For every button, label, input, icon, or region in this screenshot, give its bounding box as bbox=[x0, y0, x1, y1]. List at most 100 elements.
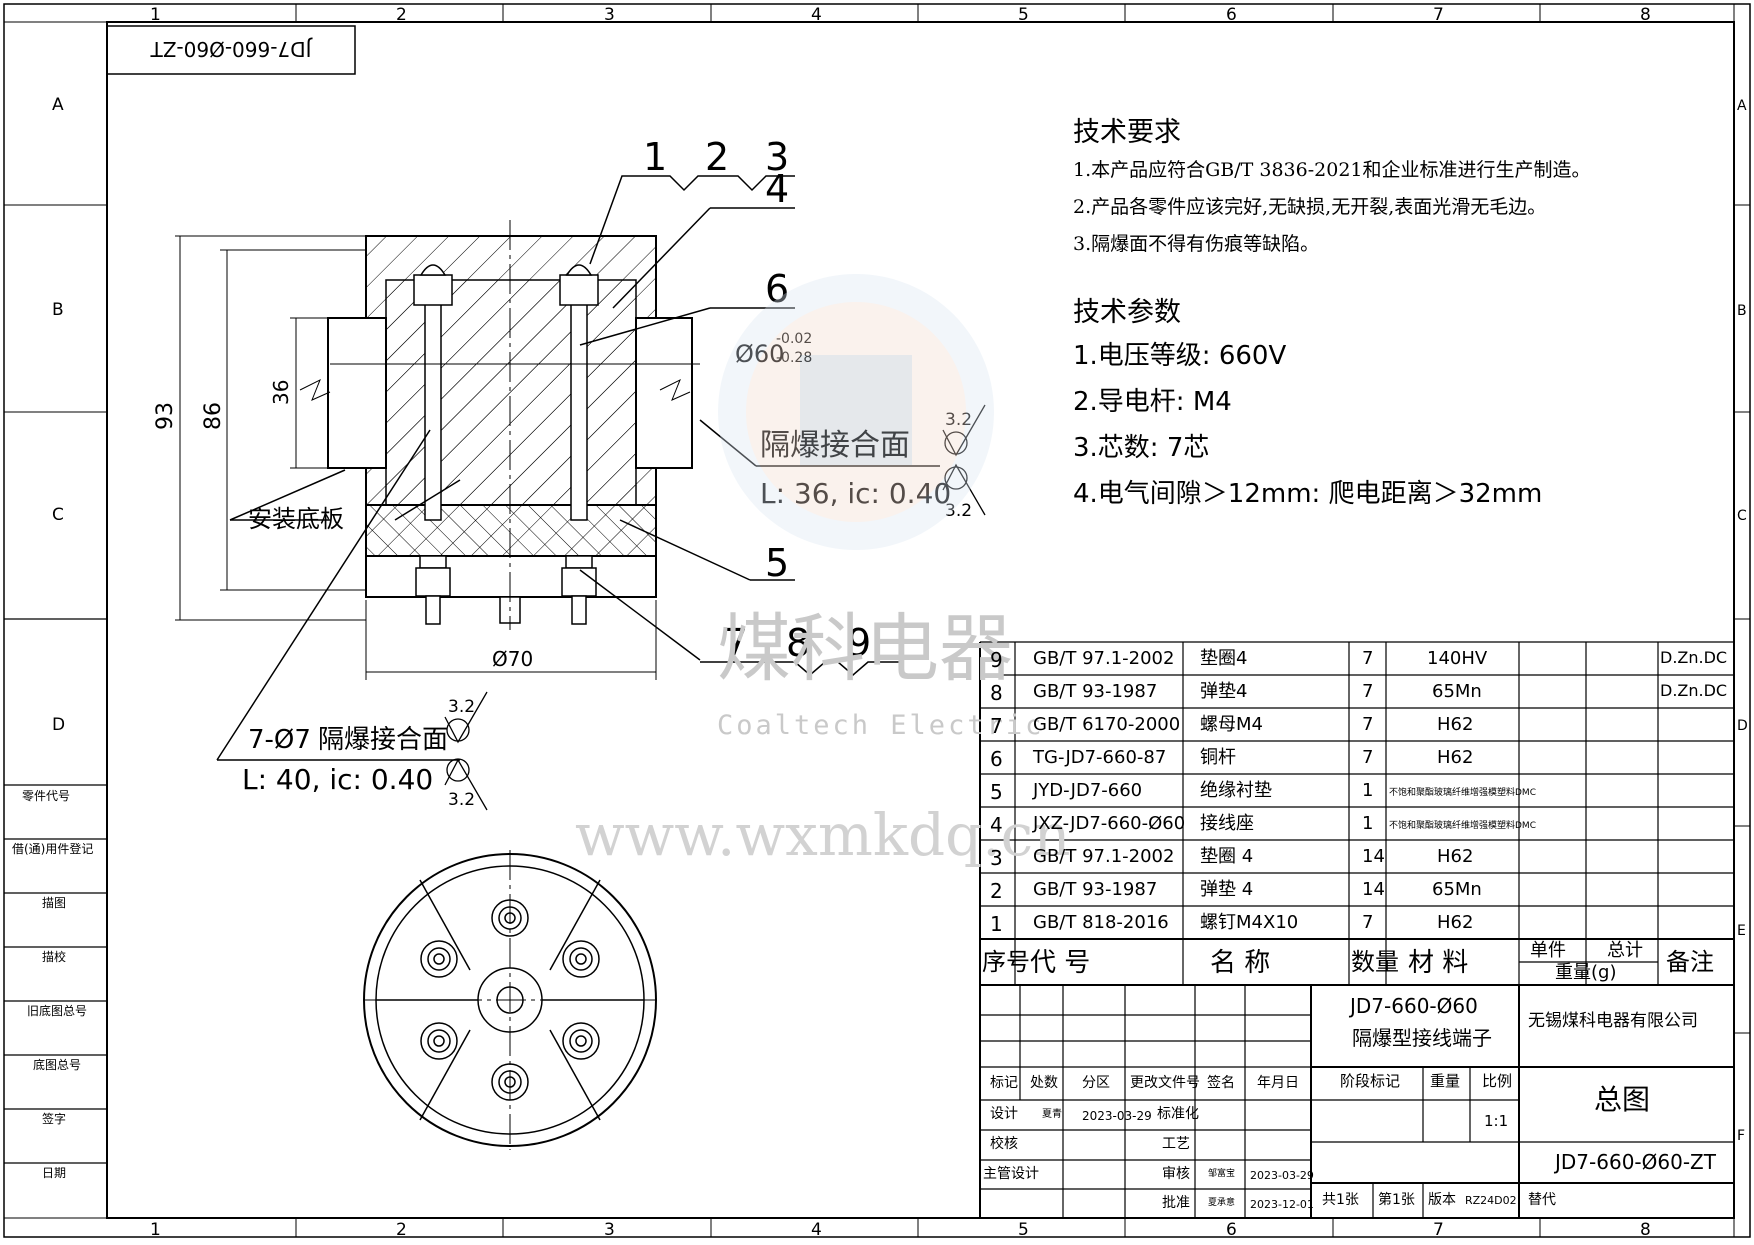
bom-cell-material: 不饱和聚酯玻璃纤维增强模塑料DMC bbox=[1389, 821, 1536, 831]
tb-replace: 替代 bbox=[1528, 1192, 1556, 1208]
col-label: 8 bbox=[1640, 1220, 1651, 1240]
watermark-url: www.wxmkdq.cn bbox=[575, 801, 1071, 869]
bom-header-unit: 单件 bbox=[1530, 940, 1566, 961]
bom-cell-no: 6 bbox=[990, 747, 1003, 771]
bom-cell-qty: 1 bbox=[1362, 813, 1374, 834]
left-strip-label: 描图 bbox=[42, 896, 66, 910]
balloon-labels: 1 2 3 4 6 5 7 8 9 bbox=[643, 135, 871, 665]
mirrored-drawing-code: JD7-660-Ø60-ZT bbox=[150, 37, 314, 61]
tb-drawing-name: 总图 bbox=[1594, 1083, 1651, 1116]
bom-header-material: 材 料 bbox=[1408, 948, 1469, 978]
col-label: 4 bbox=[811, 5, 822, 25]
tb-label-approve: 批准 bbox=[1162, 1195, 1190, 1211]
roughness-value: 3.2 bbox=[448, 790, 475, 810]
flame-joint-annotations: 隔爆接合面 L: 36, ic: 0.40 安装底板 7-Ø7 隔爆接合面 L:… bbox=[242, 428, 951, 796]
col-label: 2 bbox=[396, 5, 407, 25]
tb-version: RZ24D02 bbox=[1465, 1194, 1517, 1207]
roughness-symbols bbox=[444, 404, 986, 811]
tech-param-item: 2.导电杆: M4 bbox=[1073, 387, 1232, 417]
tech-req-title: 技术要求 bbox=[1073, 117, 1181, 148]
roughness-values: 3.2 3.2 3.2 3.2 bbox=[448, 410, 972, 810]
roughness-value: 3.2 bbox=[448, 697, 475, 717]
bom-cell-qty: 1 bbox=[1362, 780, 1374, 801]
tb-company: 无锡煤科电器有限公司 bbox=[1528, 1011, 1698, 1031]
bom-cell-name: 螺钉M4X10 bbox=[1200, 912, 1299, 933]
tb-label-zone: 分区 bbox=[1082, 1075, 1110, 1091]
left-strip-lines bbox=[4, 618, 107, 1164]
dim-d60-upper: -0.02 bbox=[776, 331, 812, 347]
col-label: 1 bbox=[150, 5, 161, 25]
bom-header-qty: 数量 bbox=[1351, 948, 1399, 976]
bom-cell-qty: 7 bbox=[1362, 912, 1374, 933]
col-label: 5 bbox=[1018, 1220, 1029, 1240]
balloon-4: 4 bbox=[765, 167, 789, 211]
bom-header-no: 序号 bbox=[982, 948, 1030, 976]
copper-rod-right bbox=[570, 269, 588, 521]
bom-cell-code: TG-JD7-660-87 bbox=[1033, 747, 1167, 768]
watermark-cn: 煤科电器 bbox=[717, 606, 1013, 692]
row-label: B bbox=[1737, 303, 1747, 319]
bom-cell-code: JYD-JD7-660 bbox=[1033, 780, 1143, 801]
bom-cell-code: GB/T 93-1987 bbox=[1033, 879, 1158, 900]
bom-cell-qty: 14 bbox=[1362, 846, 1385, 867]
leader-lines bbox=[216, 175, 940, 761]
col-label: 4 bbox=[811, 1220, 822, 1240]
tech-param-item: 1.电压等级: 660V bbox=[1073, 341, 1287, 371]
tb-reviewer: 邹富宝 bbox=[1208, 1169, 1236, 1179]
row-label: F bbox=[1737, 1128, 1745, 1144]
bom-cell-qty: 7 bbox=[1362, 714, 1374, 735]
bom-cell-qty: 7 bbox=[1362, 648, 1374, 669]
tb-scale: 1:1 bbox=[1484, 1112, 1509, 1130]
tb-label-design: 设计 bbox=[990, 1106, 1018, 1122]
flame-joint-1-params: L: 36, ic: 0.40 bbox=[760, 477, 951, 510]
tb-designer: 夏青 bbox=[1042, 1109, 1062, 1120]
bom-cell-code: GB/T 97.1-2002 bbox=[1033, 648, 1175, 669]
tb-label-count: 处数 bbox=[1030, 1075, 1058, 1091]
flame-joint-1-title: 隔爆接合面 bbox=[760, 428, 910, 463]
col-label: 7 bbox=[1433, 5, 1444, 25]
tb-approver: 夏承意 bbox=[1208, 1198, 1236, 1208]
bom-header-total: 总计 bbox=[1607, 940, 1643, 961]
bom-cell-name: 螺母M4 bbox=[1200, 714, 1263, 735]
tech-param-item: 3.芯数: 7芯 bbox=[1073, 433, 1210, 463]
column-labels: 1 2 3 4 5 6 7 8 1 2 3 4 5 6 7 8 bbox=[150, 5, 1651, 1240]
left-strip-label: 日期 bbox=[42, 1166, 66, 1180]
balloon-8: 8 bbox=[786, 621, 810, 665]
tb-label-review: 审核 bbox=[1162, 1166, 1190, 1182]
flame-joint-2-holes: 7-Ø7 bbox=[248, 725, 311, 755]
mirrored-code-box bbox=[106, 25, 356, 75]
bom-cell-qty: 14 bbox=[1362, 879, 1385, 900]
bom-cell-no: 2 bbox=[990, 879, 1003, 903]
bom-cell-no: 8 bbox=[990, 681, 1003, 705]
bom-cell-name: 弹垫4 bbox=[1200, 681, 1248, 702]
tb-design-date: 2023-03-29 bbox=[1082, 1109, 1152, 1123]
left-strip-label: 零件代号 bbox=[22, 789, 70, 803]
bom-cell-code: JXZ-JD7-660-Ø60 bbox=[1033, 813, 1186, 834]
mount-plate-left bbox=[327, 317, 387, 469]
section-view bbox=[327, 220, 700, 630]
bom-cell-code: GB/T 818-2016 bbox=[1033, 912, 1169, 933]
col-label: 3 bbox=[604, 1220, 615, 1240]
tb-label-date: 年月日 bbox=[1257, 1075, 1299, 1091]
balloon-9: 9 bbox=[847, 621, 871, 665]
tech-requirements: 技术要求 1.本产品应符合GB/T 3836-2021和企业标准进行生产制造。 … bbox=[1073, 110, 1591, 519]
bom-cell-name: 垫圈 4 bbox=[1200, 846, 1254, 867]
bom-cell-material: H62 bbox=[1437, 747, 1474, 768]
balloon-7: 7 bbox=[724, 621, 748, 665]
dim-d60: Ø60 bbox=[735, 340, 784, 368]
bom-cell-material: 140HV bbox=[1427, 648, 1488, 669]
tb-drawing-no: JD7-660-Ø60-ZT bbox=[1555, 1150, 1716, 1174]
bom-header-code: 代 号 bbox=[1030, 948, 1091, 978]
outer-frame bbox=[3, 3, 1751, 1238]
flame-joint-2-params: L: 40, ic: 0.40 bbox=[242, 763, 433, 796]
tb-label-chief: 主管设计 bbox=[983, 1166, 1039, 1182]
watermark-en: Coaltech Electric bbox=[717, 710, 1045, 741]
col-label: 7 bbox=[1433, 1220, 1444, 1240]
plan-view bbox=[363, 850, 657, 1150]
dim-86: 86 bbox=[201, 402, 226, 430]
bom-cell-material: H62 bbox=[1437, 714, 1474, 735]
tb-review-date: 2023-03-29 bbox=[1250, 1169, 1314, 1182]
left-strip-label: 底图总号 bbox=[33, 1057, 81, 1072]
bom-cell-no: 7 bbox=[990, 714, 1003, 738]
